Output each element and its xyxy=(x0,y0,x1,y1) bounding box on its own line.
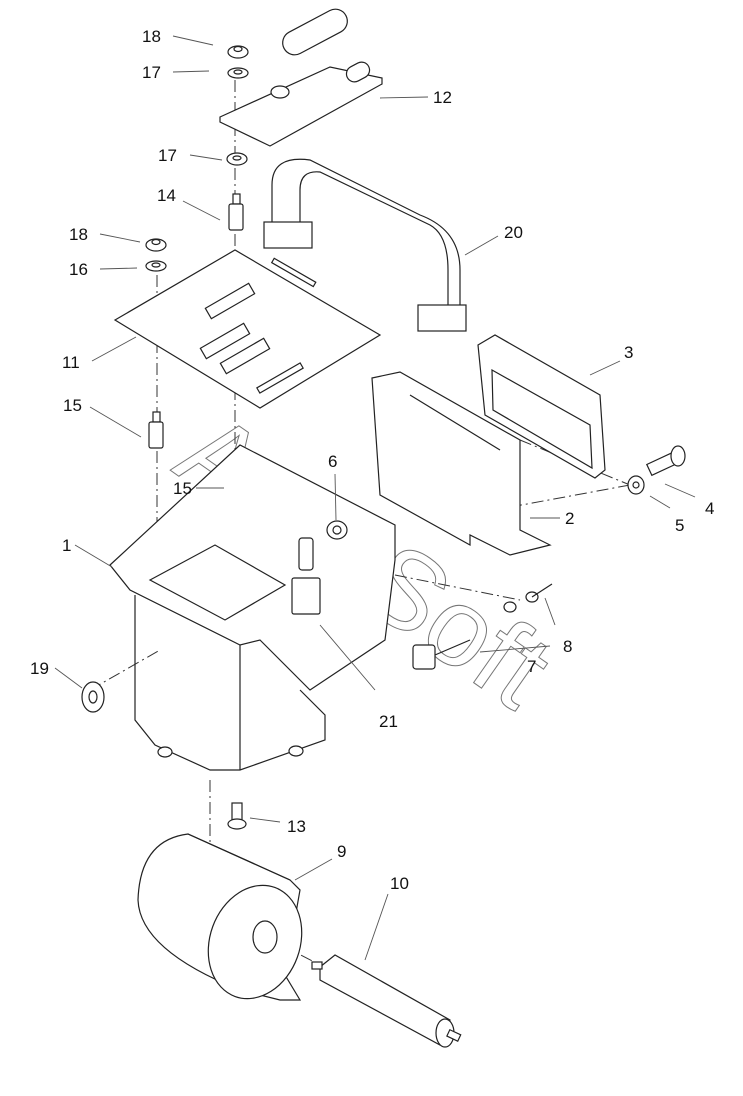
callout-12: 12 xyxy=(433,88,452,107)
part-power-board-12 xyxy=(219,8,383,147)
callout-labels: 18 17 12 17 14 20 18 16 11 3 15 6 15 4 5… xyxy=(30,27,714,893)
part-screw-4 xyxy=(645,445,686,477)
callout-2: 2 xyxy=(565,509,574,528)
callout-11: 11 xyxy=(62,353,80,372)
callout-17-mid: 17 xyxy=(158,146,177,165)
callout-10: 10 xyxy=(390,874,409,893)
callout-1: 1 xyxy=(62,536,71,555)
callout-5: 5 xyxy=(675,516,684,535)
callout-19: 19 xyxy=(30,659,49,678)
callout-6: 6 xyxy=(328,452,337,471)
part-standoff-15-left xyxy=(148,411,164,449)
part-paper-roll-9 xyxy=(137,833,303,1001)
callout-18-left: 18 xyxy=(69,225,88,244)
part-washer-16 xyxy=(145,260,167,272)
part-main-board-11 xyxy=(113,249,382,409)
part-washer-5 xyxy=(627,475,645,495)
part-spindle-10 xyxy=(311,954,462,1048)
part-nut-18-top xyxy=(227,45,249,59)
part-grommet-19 xyxy=(81,681,105,713)
part-ribbon-cable-20 xyxy=(263,158,467,332)
callout-20: 20 xyxy=(504,223,523,242)
part-connector-21 xyxy=(291,537,321,615)
part-washer-17-top xyxy=(227,67,249,79)
part-nut-18-left xyxy=(145,238,167,252)
part-washer-17-mid xyxy=(226,152,248,166)
part-bracket-2 xyxy=(371,371,552,556)
callout-9: 9 xyxy=(337,842,346,861)
part-standoff-14 xyxy=(228,193,244,231)
part-paper-guide-3 xyxy=(477,334,606,479)
leader-lines xyxy=(54,35,696,961)
callout-15-mid: 15 xyxy=(173,479,192,498)
callout-7: 7 xyxy=(527,657,536,676)
part-screw-13 xyxy=(227,802,247,830)
part-switch-7 xyxy=(412,639,471,670)
callout-13: 13 xyxy=(287,817,306,836)
callout-14: 14 xyxy=(157,186,176,205)
callout-3: 3 xyxy=(624,343,633,362)
callout-18-top: 18 xyxy=(142,27,161,46)
part-nut-8 xyxy=(503,583,553,613)
callout-8: 8 xyxy=(563,637,572,656)
callout-15-left: 15 xyxy=(63,396,82,415)
part-nut-6 xyxy=(326,520,348,540)
callout-17-top: 17 xyxy=(142,63,161,82)
callout-21: 21 xyxy=(379,712,398,731)
callout-4: 4 xyxy=(705,499,714,518)
callout-16: 16 xyxy=(69,260,88,279)
